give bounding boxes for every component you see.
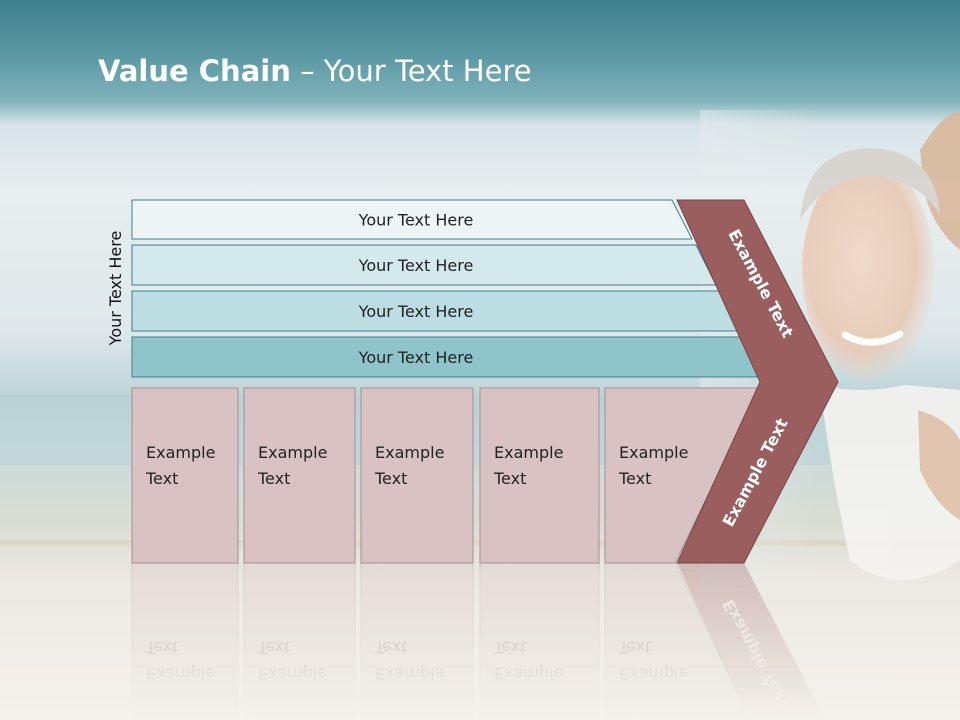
chevron-reflection: [677, 563, 826, 720]
activity-box-4-line2: Text: [493, 638, 526, 657]
activity-box-2-line2: Text: [257, 638, 290, 657]
support-row-1-label: Your Text Here: [358, 211, 474, 230]
title-rest-part: – Your Text Here: [290, 54, 532, 88]
activity-box-1-line1: Example: [146, 443, 215, 462]
activity-box-4-line2: Text: [493, 469, 526, 488]
activity-box-3-line2: Text: [374, 469, 407, 488]
activity-box-5-line2: Text: [618, 638, 651, 657]
support-row-1: [131, 199, 693, 240]
activity-box-1-line2: Text: [145, 469, 178, 488]
margin-chevron: [676, 199, 839, 564]
activity-box-2-line1: Example: [258, 443, 327, 462]
activity-box-5: [604, 387, 761, 564]
support-row-2-label: Your Text Here: [358, 256, 474, 275]
person-photo: [800, 111, 960, 580]
activity-box-1-line1: Example: [146, 664, 215, 683]
activity-box-5-line1: Example: [619, 443, 688, 462]
activity-box-2: [243, 387, 356, 564]
activity-box-4-line1: Example: [494, 443, 563, 462]
slide-title: Value Chain – Your Text Here: [98, 54, 532, 88]
activity-box-1: [131, 387, 239, 564]
activity-box-3-line1: Example: [375, 664, 444, 683]
activity-box-5-line2: Text: [618, 469, 651, 488]
activity-box-3: [360, 387, 474, 564]
activity-box-1-line2: Text: [145, 638, 178, 657]
activity-box-4-line1: Example: [494, 664, 563, 683]
activity-box-2-line1: Example: [258, 664, 327, 683]
activity-box-3-line1: Example: [375, 443, 444, 462]
support-row-3-label: Your Text Here: [358, 302, 474, 321]
activity-box-4: [479, 387, 600, 564]
title-bold-part: Value Chain: [98, 54, 291, 88]
activity-box-5-line1: Example: [619, 664, 688, 683]
activity-box-2-line2: Text: [257, 469, 290, 488]
activity-box-3-line2: Text: [374, 638, 407, 657]
support-row-4-label: Your Text Here: [358, 348, 474, 367]
